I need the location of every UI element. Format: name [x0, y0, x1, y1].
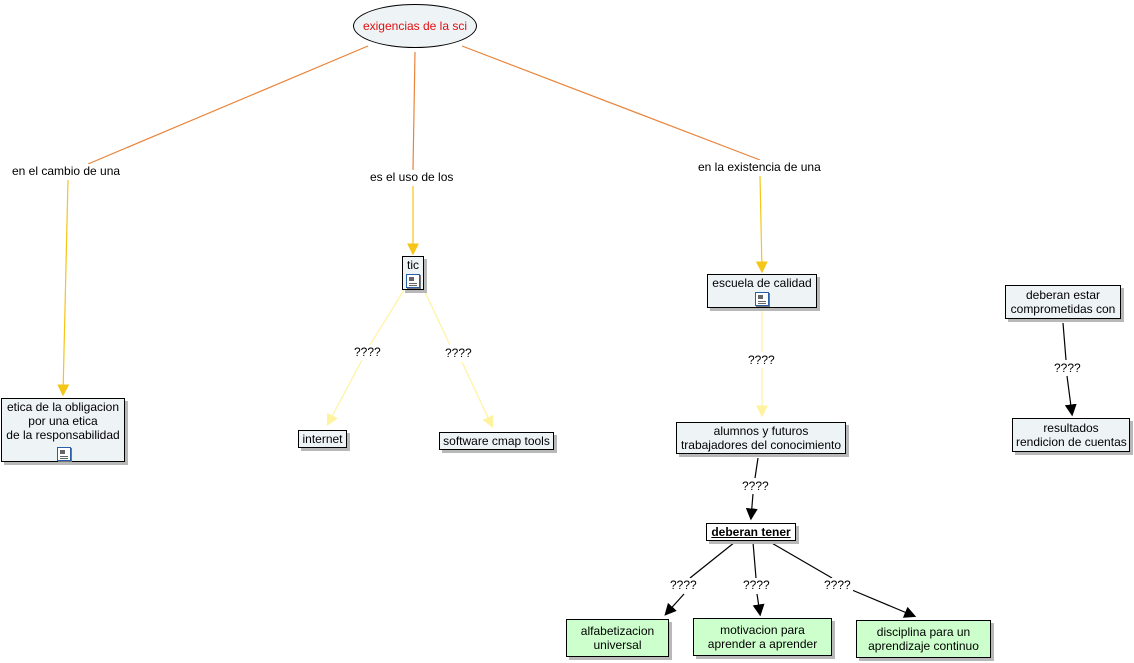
resultados-line1: resultados	[1043, 421, 1099, 435]
phrase-q-internet[interactable]: ????	[352, 345, 383, 359]
tic-label: tic	[407, 258, 419, 272]
phrase-cambio[interactable]: en el cambio de una	[10, 164, 123, 178]
phrase-q-alumnos[interactable]: ????	[746, 353, 777, 367]
link-root-cambio	[87, 45, 369, 165]
etica-line2: por una etica	[28, 414, 98, 428]
concept-alfabetizacion[interactable]: alfabetizacion universal	[566, 619, 669, 657]
concept-internet[interactable]: internet	[298, 430, 347, 448]
link-q-resultados	[1064, 375, 1077, 417]
concept-etica[interactable]: etica de la obligacion por una etica de …	[1, 398, 125, 462]
link-root-existencia	[461, 45, 761, 161]
internet-label: internet	[302, 432, 343, 446]
link-q2-software	[461, 361, 494, 429]
alumnos-line1: alumnos y futuros	[713, 424, 809, 438]
link-q3-disciplina	[851, 589, 917, 618]
link-existencia-escuela	[755, 175, 768, 274]
deberan-tener-label: deberan tener	[711, 525, 791, 539]
link-tener-q3	[769, 541, 833, 579]
link-alumnos-q	[754, 457, 759, 479]
phrase-uso[interactable]: es el uso de los	[368, 170, 456, 184]
phrase-q-resultados[interactable]: ????	[1052, 361, 1083, 375]
link-q1-alfabetizacion	[664, 593, 685, 616]
deberan-estar-line1: deberan estar	[1025, 288, 1101, 302]
document-icon[interactable]	[57, 447, 71, 461]
link-tener-q1	[689, 541, 736, 579]
link-tic-q1	[369, 289, 405, 346]
disciplina-line2: aprendizaje continuo	[868, 639, 979, 653]
software-label: software cmap tools	[443, 434, 550, 448]
concept-resultados[interactable]: resultados rendicion de cuentas	[1012, 418, 1130, 452]
etica-line3: de la responsabilidad	[6, 428, 120, 442]
disciplina-line1: disciplina para un	[876, 625, 971, 639]
phrase-existencia[interactable]: en la existencia de una	[696, 160, 823, 174]
document-icon[interactable]	[755, 292, 769, 306]
link-q-tener	[745, 493, 758, 521]
alfabetizacion-line1: alfabetizacion	[580, 624, 655, 638]
phrase-q-tener[interactable]: ????	[740, 479, 771, 493]
link-cambio-etica	[57, 179, 70, 397]
phrase-q-disciplina[interactable]: ????	[822, 578, 853, 592]
concept-software[interactable]: software cmap tools	[439, 432, 554, 450]
concept-tic[interactable]: tic	[402, 256, 424, 290]
concept-deberan-estar[interactable]: deberan estar comprometidas con	[1005, 285, 1121, 319]
motivacion-line1: motivacion para	[720, 623, 805, 637]
etica-line1: etica de la obligacion	[6, 400, 120, 414]
resultados-line2: rendicion de cuentas	[1016, 435, 1127, 449]
phrase-q-software[interactable]: ????	[443, 346, 474, 360]
alfabetizacion-line2: universal	[593, 638, 642, 652]
concept-disciplina[interactable]: disciplina para un aprendizaje continuo	[856, 620, 991, 658]
phrase-q-alfabetizacion[interactable]: ????	[668, 578, 699, 592]
link-q1-internet	[326, 359, 363, 427]
concept-alumnos[interactable]: alumnos y futuros trabajadores del conoc…	[676, 422, 846, 454]
concept-motivacion[interactable]: motivacion para aprender a aprender	[693, 618, 832, 656]
link-q2-motivacion	[752, 593, 765, 617]
root-concept[interactable]: exigencias de la sci	[353, 4, 477, 48]
motivacion-line2: aprender a aprender	[707, 637, 818, 651]
deberan-estar-line2: comprometidas con	[1010, 302, 1116, 316]
root-label: exigencias de la sci	[362, 19, 468, 33]
concept-deberan-tener[interactable]: deberan tener	[706, 523, 796, 541]
link-estar-q	[1062, 322, 1067, 361]
phrase-q-motivacion[interactable]: ????	[741, 578, 772, 592]
link-tener-q2	[752, 541, 757, 579]
escuela-label: escuela de calidad	[712, 276, 812, 290]
link-tic-q2	[423, 289, 451, 346]
concept-escuela[interactable]: escuela de calidad	[707, 274, 817, 308]
document-icon[interactable]	[406, 274, 420, 288]
link-root-uso	[412, 51, 416, 171]
alumnos-line2: trabajadores del conocimiento	[680, 438, 842, 452]
